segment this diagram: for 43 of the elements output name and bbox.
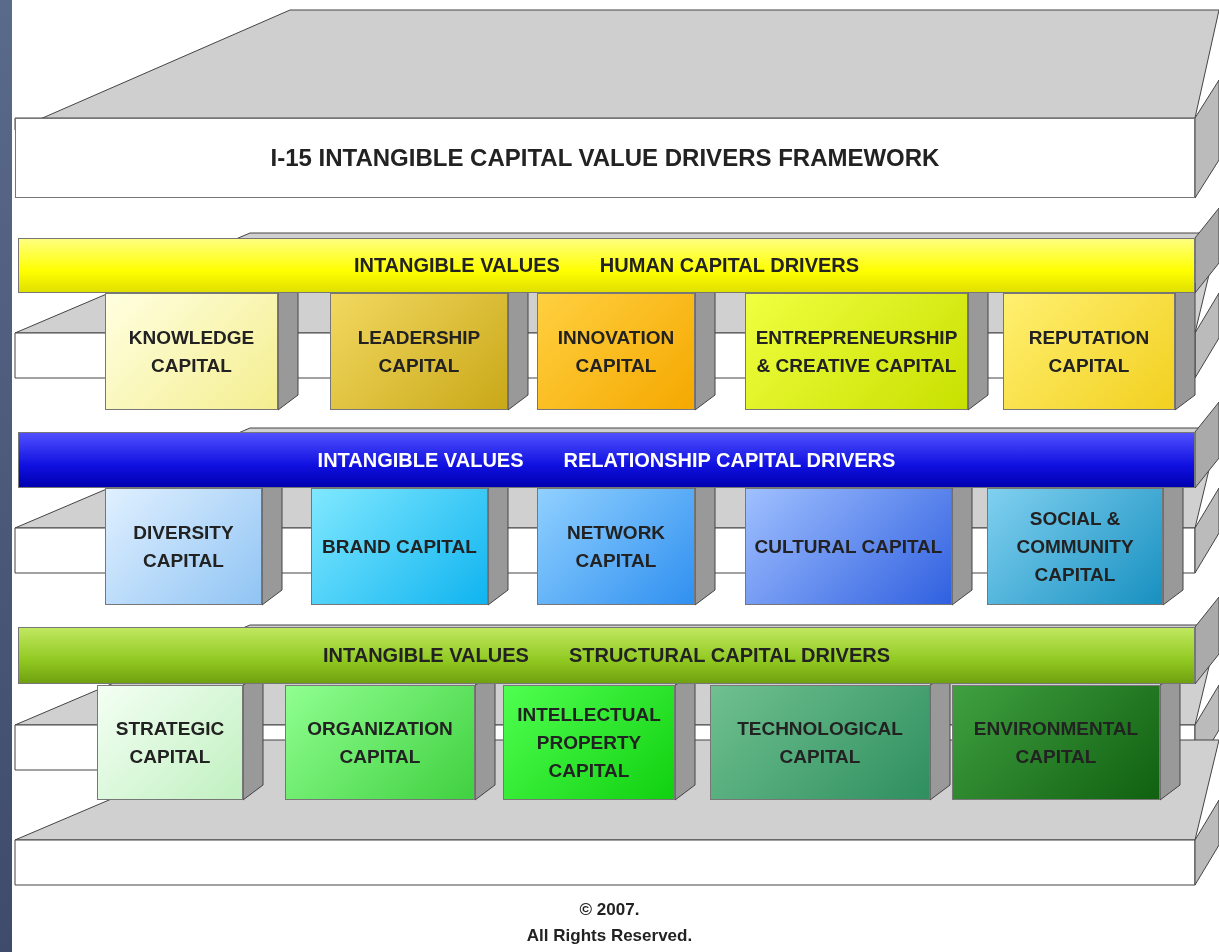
band-label: HUMAN CAPITAL DRIVERS: [599, 254, 860, 277]
driver-band: [18, 238, 1195, 293]
rights-note: All Rights Reserved.: [525, 926, 694, 946]
capital-block: [537, 488, 695, 605]
capital-block: [330, 293, 508, 410]
band-label: RELATIONSHIP CAPITAL DRIVERS: [563, 448, 896, 472]
capital-block: [745, 488, 952, 605]
block-label: BRAND CAPITAL: [322, 534, 477, 559]
framework-title: I-15 INTANGIBLE CAPITAL VALUE DRIVERS FRAMEWORK: [270, 144, 940, 172]
capital-block: [105, 488, 262, 605]
title-slab: [15, 118, 1195, 198]
block-label: NETWORK CAPITAL: [565, 520, 667, 573]
block-label: ENVIRONMENTAL CAPITAL: [972, 716, 1140, 769]
capital-block: [285, 685, 475, 800]
band-label: STRUCTURAL CAPITAL DRIVERS: [568, 644, 891, 667]
capital-block: [537, 293, 695, 410]
band-label: INTANGIBLE VALUES: [322, 644, 529, 667]
capital-block: [97, 685, 243, 800]
driver-band: [18, 627, 1195, 684]
block-label: ENTREPRENEURSHIP & CREATIVE CAPITAL: [754, 325, 959, 378]
capital-block: [710, 685, 930, 800]
block-label: LEADERSHIP CAPITAL: [356, 325, 482, 378]
block-label: TECHNOLOGICAL CAPITAL: [736, 716, 904, 769]
band-label: INTANGIBLE VALUES: [317, 448, 524, 472]
driver-band: [18, 432, 1195, 488]
capital-block: [987, 488, 1163, 605]
capital-block: [105, 293, 278, 410]
band-label: INTANGIBLE VALUES: [353, 254, 560, 277]
capital-block: [311, 488, 488, 605]
capital-block: [503, 685, 675, 800]
capital-block: [952, 685, 1160, 800]
block-label: STRATEGIC CAPITAL: [114, 716, 226, 769]
block-label: REPUTATION CAPITAL: [1027, 325, 1151, 378]
block-label: INNOVATION CAPITAL: [556, 325, 676, 378]
capital-block: [745, 293, 968, 410]
block-label: ORGANIZATION CAPITAL: [306, 716, 454, 769]
block-label: DIVERSITY CAPITAL: [132, 520, 235, 573]
copyright-note: © 2007.: [578, 900, 641, 920]
block-label: SOCIAL & COMMUNITY CAPITAL: [1015, 506, 1135, 587]
capital-block: [1003, 293, 1175, 410]
block-label: CULTURAL CAPITAL: [754, 534, 943, 559]
block-label: INTELLECTUAL PROPERTY CAPITAL: [516, 702, 662, 783]
block-label: KNOWLEDGE CAPITAL: [127, 325, 256, 378]
